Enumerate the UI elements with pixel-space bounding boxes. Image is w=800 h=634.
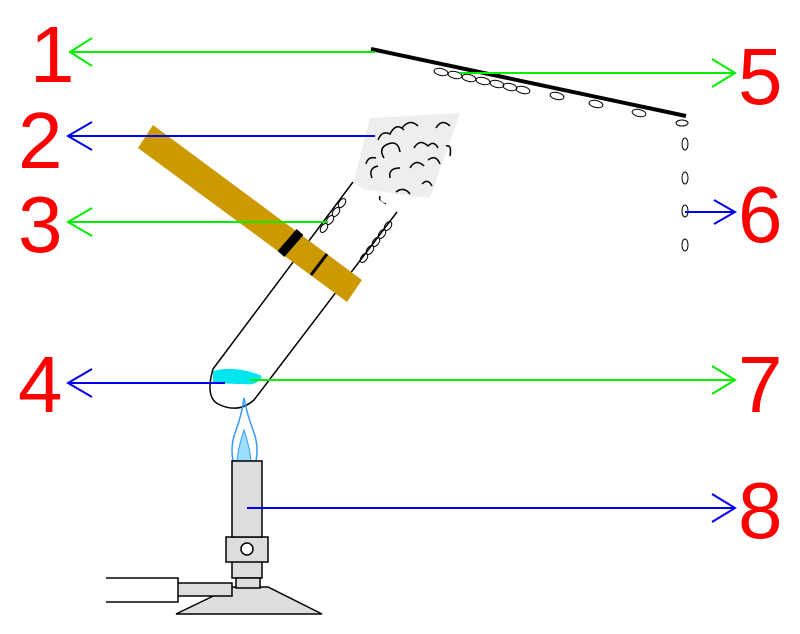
vapor-cloud: [352, 113, 460, 205]
bunsen-burner: [106, 460, 323, 615]
tube-holder: [138, 125, 362, 302]
label-8: 8: [738, 466, 783, 555]
condensation-droplets: [433, 67, 689, 127]
label-4: 4: [18, 340, 63, 429]
test-tube: [209, 181, 398, 409]
falling-drops: [681, 137, 689, 252]
bubbles: [319, 198, 393, 263]
liquid: [213, 368, 262, 385]
label-3: 3: [18, 180, 63, 269]
flame: [231, 397, 258, 462]
glass-plate: [370, 47, 687, 118]
label-6: 6: [738, 170, 783, 259]
label-2: 2: [18, 96, 63, 185]
label-7: 7: [738, 340, 783, 429]
leader-arrows: [66, 37, 738, 523]
label-5: 5: [738, 32, 783, 121]
label-1: 1: [30, 10, 75, 99]
